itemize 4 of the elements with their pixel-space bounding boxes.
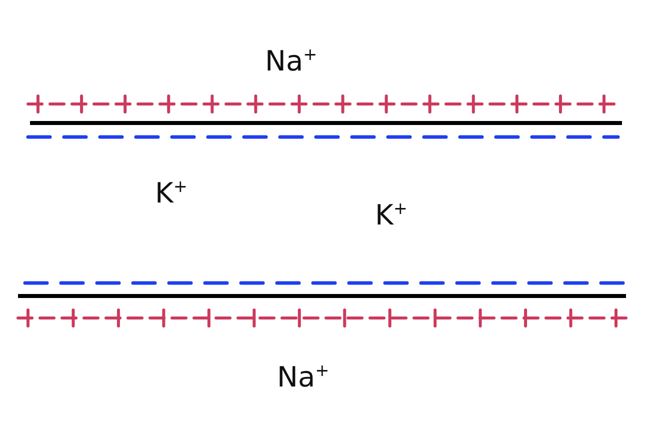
- potassium-ion-label: K$^{+}$: [155, 178, 188, 208]
- potassium-ion-label: K$^{+}$: [375, 200, 408, 230]
- sodium-ion-label: Na$^{+}$: [265, 46, 318, 76]
- sodium-ion-label: Na$^{+}$: [277, 362, 330, 392]
